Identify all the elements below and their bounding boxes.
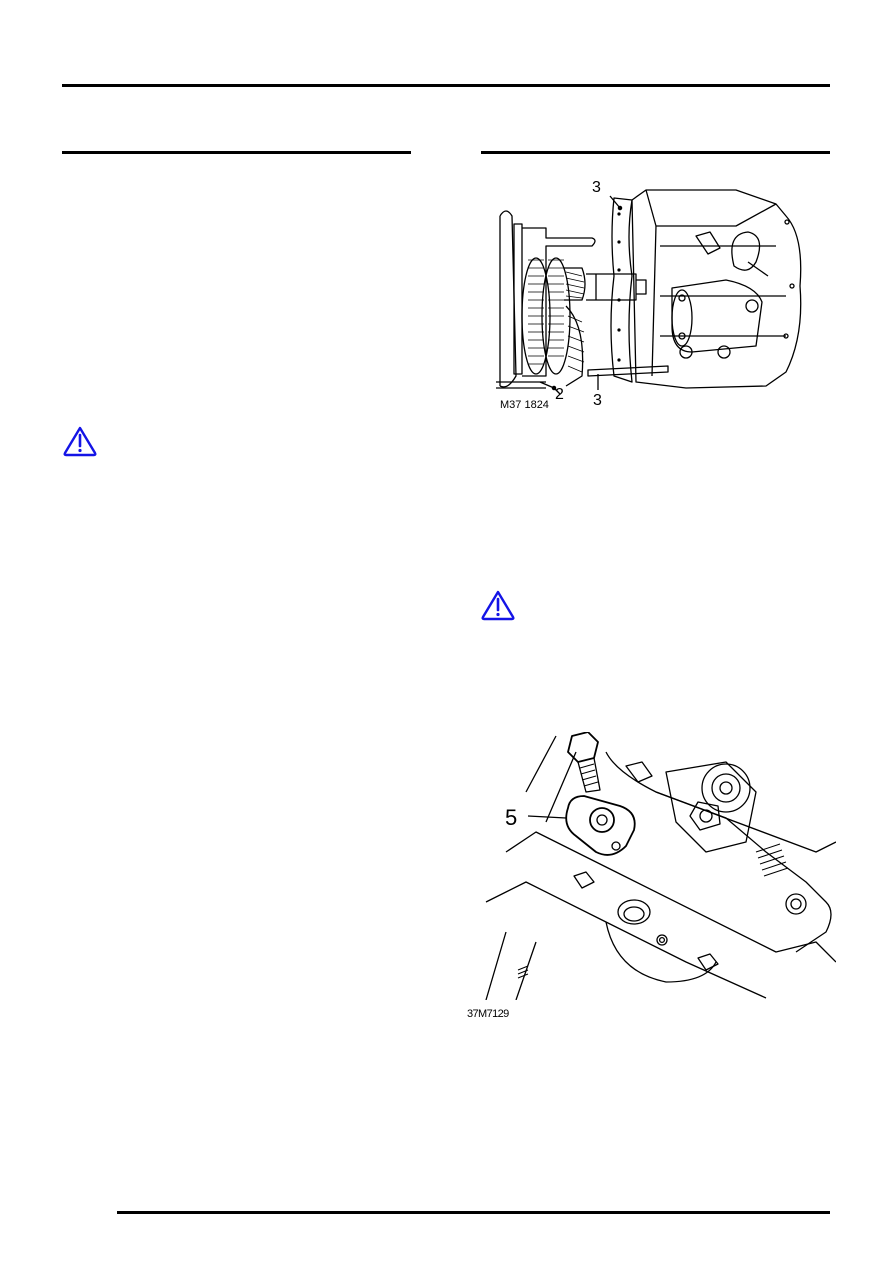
left-column-rule bbox=[62, 151, 411, 154]
right-column-rule bbox=[481, 151, 830, 154]
figure-retaining-plate bbox=[466, 732, 836, 1000]
figure-1-callout-3-bottom: 3 bbox=[593, 392, 602, 409]
figure-2-caption: 37M7129 bbox=[467, 1008, 509, 1020]
warning-triangle-icon bbox=[480, 589, 516, 621]
figure-1-callout-3-top: 3 bbox=[592, 179, 601, 196]
header-rule bbox=[62, 84, 830, 87]
figure-1-caption: M37 1824 bbox=[500, 399, 549, 411]
figure-1-callout-2: 2 bbox=[555, 386, 564, 403]
figure-gearbox-casing bbox=[486, 176, 816, 410]
warning-triangle-icon bbox=[62, 425, 98, 457]
figure-2-callout-5: 5 bbox=[505, 805, 518, 830]
footer-rule bbox=[117, 1211, 830, 1214]
